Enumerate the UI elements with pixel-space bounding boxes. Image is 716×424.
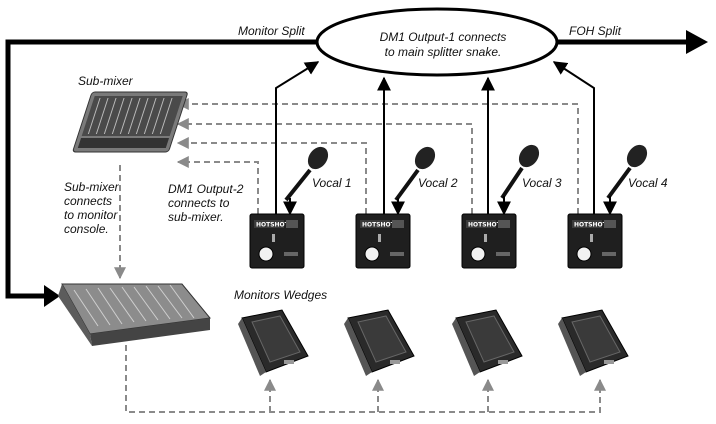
submixer-note: Sub-mixer connects to monitor console. (64, 180, 119, 236)
monitor-console-device (58, 283, 211, 346)
submixer-device (72, 91, 188, 153)
monitor-wedge-4 (558, 309, 629, 376)
unit-brand-4: HOTSHOT (574, 222, 608, 229)
microphone-1 (284, 146, 329, 202)
mic-to-unit-lines (283, 196, 617, 216)
vocal-label-3: Vocal 3 (522, 176, 562, 190)
unit-footswitch-2 (364, 246, 380, 262)
vocal-label-4: Vocal 4 (628, 176, 668, 190)
submixer-note-line-4: console. (64, 222, 109, 236)
ellipse-line-1: DM1 Output-1 connects (379, 30, 507, 44)
submixer-note-line-3: to monitor (64, 208, 118, 222)
output2-note: DM1 Output-2 connects to sub-mixer. (168, 182, 243, 224)
submixer-note-line-1: Sub-mixer (64, 180, 119, 194)
foh-split-label: FOH Split (569, 24, 622, 38)
monitor-wedge-1 (238, 309, 309, 376)
dm1-unit-2: HOTSHOT (355, 213, 411, 269)
unit-footswitch-3 (470, 246, 486, 262)
unit-brand-2: HOTSHOT (362, 222, 396, 229)
output2-note-line-1: DM1 Output-2 (168, 182, 244, 196)
monitor-wedge-3 (452, 309, 523, 376)
unit-footswitch-1 (258, 246, 274, 262)
submixer-title: Sub-mixer (78, 74, 133, 88)
unit-brand-1: HOTSHOT (256, 222, 290, 229)
monitor-split-arrowhead (44, 285, 60, 307)
microphone-2 (394, 146, 436, 202)
unit-footswitch-4 (576, 246, 592, 262)
monitor-wedge-2 (344, 309, 415, 376)
splitter-ellipse (315, 7, 559, 77)
dm1-unit-3: HOTSHOT (461, 213, 517, 269)
foh-split-arrowhead (686, 30, 708, 54)
monitors-wedges-label: Monitors Wedges (234, 288, 328, 302)
dm1-unit-1: HOTSHOT (249, 213, 305, 269)
vocal-label-1: Vocal 1 (312, 176, 352, 190)
console-to-wedges-lines (125, 345, 606, 413)
output2-note-line-2: connects to (168, 196, 230, 210)
monitor-split-label: Monitor Split (238, 24, 305, 38)
unit-brand-3: HOTSHOT (468, 222, 502, 229)
microphone-3 (500, 144, 540, 200)
output2-note-line-3: sub-mixer. (168, 210, 224, 224)
submixer-note-line-2: connects (64, 194, 113, 208)
ellipse-line-2: to main splitter snake. (384, 45, 502, 59)
output1-lines (275, 61, 595, 214)
ellipse-text: DM1 Output-1 connects to main splitter s… (330, 30, 556, 60)
vocal-label-2: Vocal 2 (418, 176, 458, 190)
dm1-unit-4: HOTSHOT (567, 213, 623, 269)
monitor-split-line (5, 39, 318, 299)
microphone-4 (606, 144, 648, 200)
